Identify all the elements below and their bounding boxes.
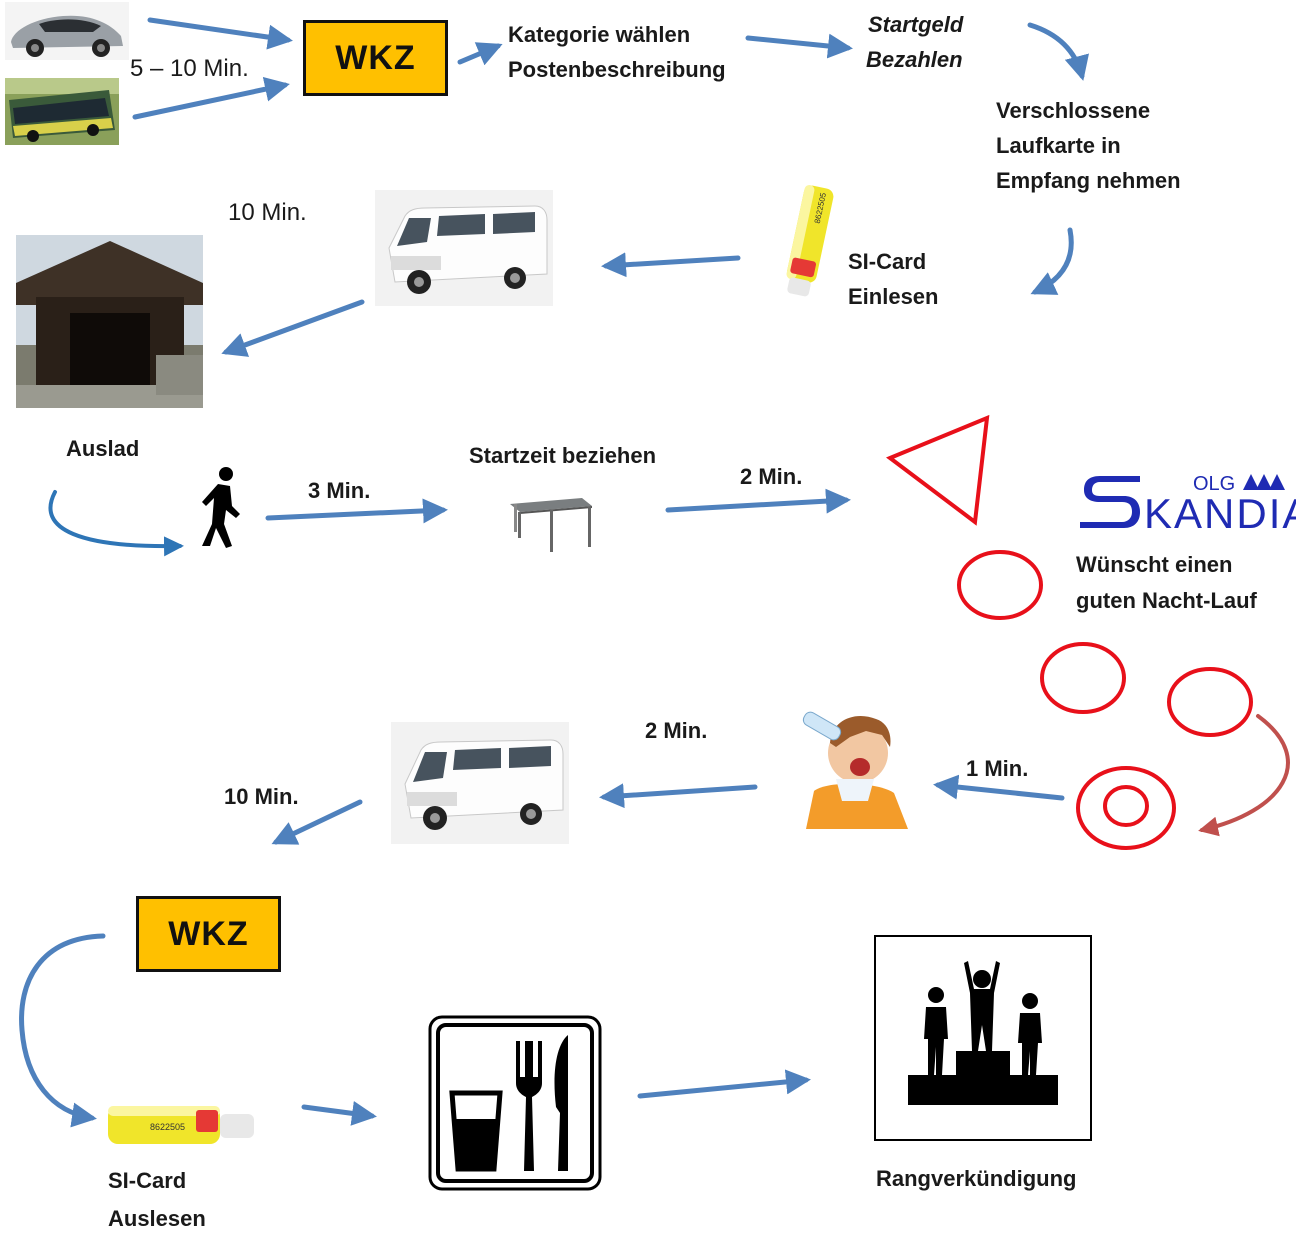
control-circle-2 — [1040, 642, 1126, 714]
si-card-upright-image: 8622505 — [780, 180, 838, 300]
si-out-label-1: SI-Card — [108, 1168, 187, 1193]
arrow-card-si — [1030, 227, 1074, 295]
minibus-image-bottom — [391, 722, 569, 844]
si-card-lying-image: 8622505 — [100, 1092, 262, 1154]
arrow-food-ceremony — [637, 1069, 811, 1099]
unload-label: Auslad — [66, 436, 140, 461]
si-read-label-2: Einlesen — [848, 284, 939, 309]
arrow-table-start — [665, 488, 851, 514]
category-label-2: Postenbeschreibung — [508, 57, 726, 82]
drinking-person-image — [796, 705, 912, 829]
start-triangle — [885, 414, 990, 526]
arrival-time: 5 – 10 Min. — [130, 55, 249, 82]
si-read-label-1: SI-Card — [848, 249, 927, 274]
finish-time: 1 Min. — [966, 756, 1029, 781]
ceremony-label: Rangverkündigung — [876, 1166, 1077, 1191]
arrow-auslad-walk — [48, 490, 184, 557]
arrow-car-wkz — [147, 17, 293, 50]
table-icon — [504, 494, 594, 554]
arrow-finish-drink — [933, 774, 1065, 801]
minibus-image-top — [375, 190, 553, 306]
arrow-control-finish — [1198, 714, 1290, 837]
arrow-drink-bus — [599, 783, 758, 809]
arrow-bus-wkz2 — [271, 799, 363, 845]
card-label-3: Empfang nehmen — [996, 168, 1181, 193]
arrow-category-fee — [745, 33, 853, 59]
bus-time-top: 10 Min. — [228, 199, 307, 226]
wkz-sign-top: WKZ — [303, 20, 448, 96]
arrow-si-food — [301, 1100, 377, 1126]
bus-image — [5, 78, 119, 145]
walk-time: 3 Min. — [308, 478, 371, 503]
control-circle-3 — [1167, 667, 1253, 737]
arrow-walk-table — [265, 498, 448, 524]
food-drink-sign — [428, 1015, 602, 1191]
fee-label-1: Startgeld — [868, 12, 964, 37]
si-out-label-2: Auslesen — [108, 1206, 206, 1231]
arrow-si-bus — [601, 252, 741, 278]
drink-time: 2 Min. — [645, 718, 708, 743]
wish-label-1: Wünscht einen — [1076, 552, 1233, 577]
finish-inner-circle — [1103, 785, 1149, 827]
wkz-sign-bottom: WKZ — [136, 896, 281, 972]
card-label-2: Laufkarte in — [996, 133, 1121, 158]
car-image — [5, 2, 129, 60]
svg-text:8622505: 8622505 — [150, 1122, 185, 1132]
arrow-bus-wkz — [132, 76, 290, 120]
fee-label-2: Bezahlen — [866, 47, 963, 72]
control-circle-1 — [957, 550, 1043, 620]
olg-skandia-logo: OLG KANDIA — [1078, 466, 1309, 537]
arrow-fee-card — [1027, 22, 1089, 81]
covered-bridge-image — [16, 235, 203, 408]
bus-time-bottom: 10 Min. — [224, 784, 299, 809]
arrow-bus-bridge — [221, 299, 365, 357]
arrow-wkz-si — [19, 933, 106, 1128]
arrow-wkz-category — [457, 42, 503, 66]
wish-label-2: guten Nacht-Lauf — [1076, 588, 1257, 613]
svg-text:KANDIA: KANDIA — [1144, 490, 1296, 536]
card-label-1: Verschlossene — [996, 98, 1151, 123]
category-label-1: Kategorie wählen — [508, 22, 691, 47]
start-time: 2 Min. — [740, 464, 803, 489]
finish-outer-circle — [1076, 766, 1176, 850]
starttime-label: Startzeit beziehen — [469, 443, 657, 468]
svg-text:OLG: OLG — [1193, 473, 1235, 495]
walking-person-icon — [196, 466, 242, 548]
ceremony-podium-sign — [874, 935, 1092, 1141]
